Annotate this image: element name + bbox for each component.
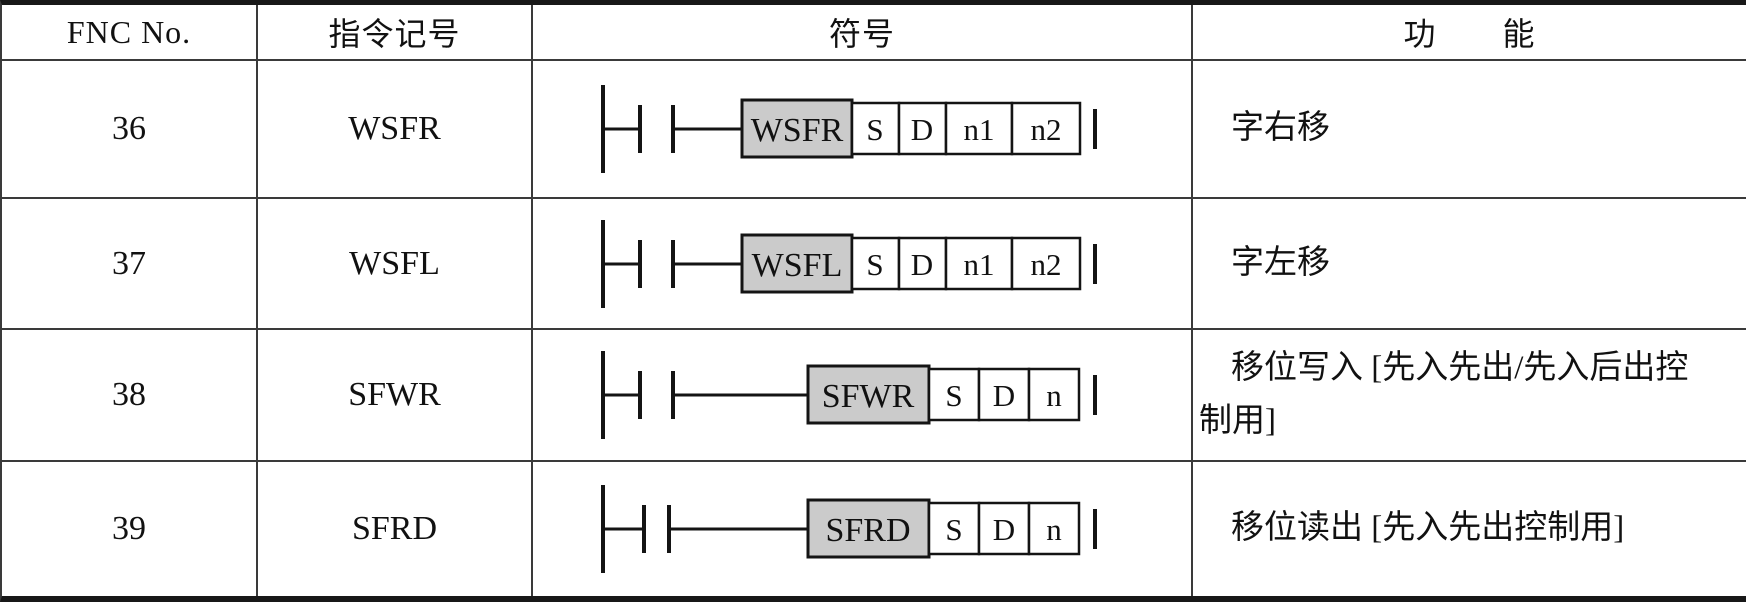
operand-cell bbox=[1027, 367, 1081, 422]
operand-label: n2 bbox=[1031, 247, 1062, 282]
fnc-no-37: 37 bbox=[2, 199, 258, 330]
operand-cell bbox=[977, 501, 1031, 556]
instruction-box bbox=[740, 233, 854, 293]
function-cell-wsfr: 字右移 bbox=[1193, 61, 1746, 199]
instruction-box bbox=[806, 498, 931, 559]
function-text: 制用] bbox=[1199, 403, 1276, 439]
operand-label: n bbox=[1046, 378, 1062, 413]
symbol-cell-sfwr: SFWR S D n bbox=[533, 330, 1193, 462]
operand-cell bbox=[850, 236, 901, 290]
operand-cell bbox=[927, 501, 981, 556]
operand-label: D bbox=[993, 378, 1015, 413]
instruction-box-label: WSFL bbox=[752, 247, 843, 284]
header-function: 功 能 bbox=[1193, 5, 1746, 61]
operand-cell bbox=[1010, 101, 1082, 156]
mnemonic-wsfl: WSFL bbox=[258, 199, 533, 330]
function-cell-sfwr: 移位写入 [先入先出/先入后出控 制用] bbox=[1193, 330, 1746, 462]
fnc-no-38: 38 bbox=[2, 330, 258, 462]
operand-cell bbox=[1010, 236, 1082, 290]
mnemonic-wsfr: WSFR bbox=[258, 61, 533, 199]
fnc-no-39: 39 bbox=[2, 462, 258, 596]
operand-cell bbox=[897, 101, 948, 156]
operand-label: D bbox=[993, 512, 1015, 547]
instruction-box-label: WSFR bbox=[751, 112, 844, 149]
function-text: 移位写入 [先入先出/先入后出控 bbox=[1231, 349, 1689, 386]
instruction-box-label: SFWR bbox=[822, 378, 915, 415]
function-text: 字右移 bbox=[1231, 110, 1330, 147]
operand-label: S bbox=[866, 247, 883, 282]
operand-label: n bbox=[1046, 512, 1062, 547]
ladder-diagram-sfwr: SFWR S D n bbox=[601, 351, 1097, 439]
function-text: 字左移 bbox=[1231, 244, 1330, 281]
function-cell-sfrd: 移位读出 [先入先出控制用] bbox=[1193, 462, 1746, 596]
function-text: 移位读出 [先入先出控制用] bbox=[1231, 510, 1625, 547]
operand-label: D bbox=[911, 247, 933, 282]
operand-label: S bbox=[866, 112, 883, 147]
symbol-cell-wsfl: WSFL S D n1 n2 bbox=[533, 199, 1193, 330]
operand-label: n2 bbox=[1031, 112, 1062, 147]
ladder-diagram-wsfr: WSFR S D n1 n2 bbox=[601, 85, 1097, 173]
mnemonic-sfwr: SFWR bbox=[258, 330, 533, 462]
operand-label: n1 bbox=[964, 247, 995, 282]
symbol-cell-wsfr: WSFR S D n1 n2 bbox=[533, 61, 1193, 199]
header-fnc-no: FNC No. bbox=[2, 5, 258, 61]
header-mnemonic: 指令记号 bbox=[258, 5, 533, 61]
header-symbol: 符号 bbox=[533, 5, 1193, 61]
operand-label: S bbox=[945, 512, 962, 547]
operand-cell bbox=[1027, 501, 1081, 556]
operand-label: S bbox=[945, 378, 962, 413]
fnc-no-36: 36 bbox=[2, 61, 258, 199]
symbol-cell-sfrd: SFRD S D n bbox=[533, 462, 1193, 596]
ladder-diagram-sfrd: SFRD S D n bbox=[601, 485, 1097, 573]
ladder-diagram-wsfl: WSFL S D n1 n2 bbox=[601, 219, 1097, 308]
instruction-box-label: SFRD bbox=[825, 512, 910, 549]
operand-label: n1 bbox=[964, 112, 995, 147]
mnemonic-sfrd: SFRD bbox=[258, 462, 533, 596]
function-cell-wsfl: 字左移 bbox=[1193, 199, 1746, 330]
operand-label: D bbox=[911, 112, 933, 147]
operand-cell bbox=[944, 236, 1014, 290]
